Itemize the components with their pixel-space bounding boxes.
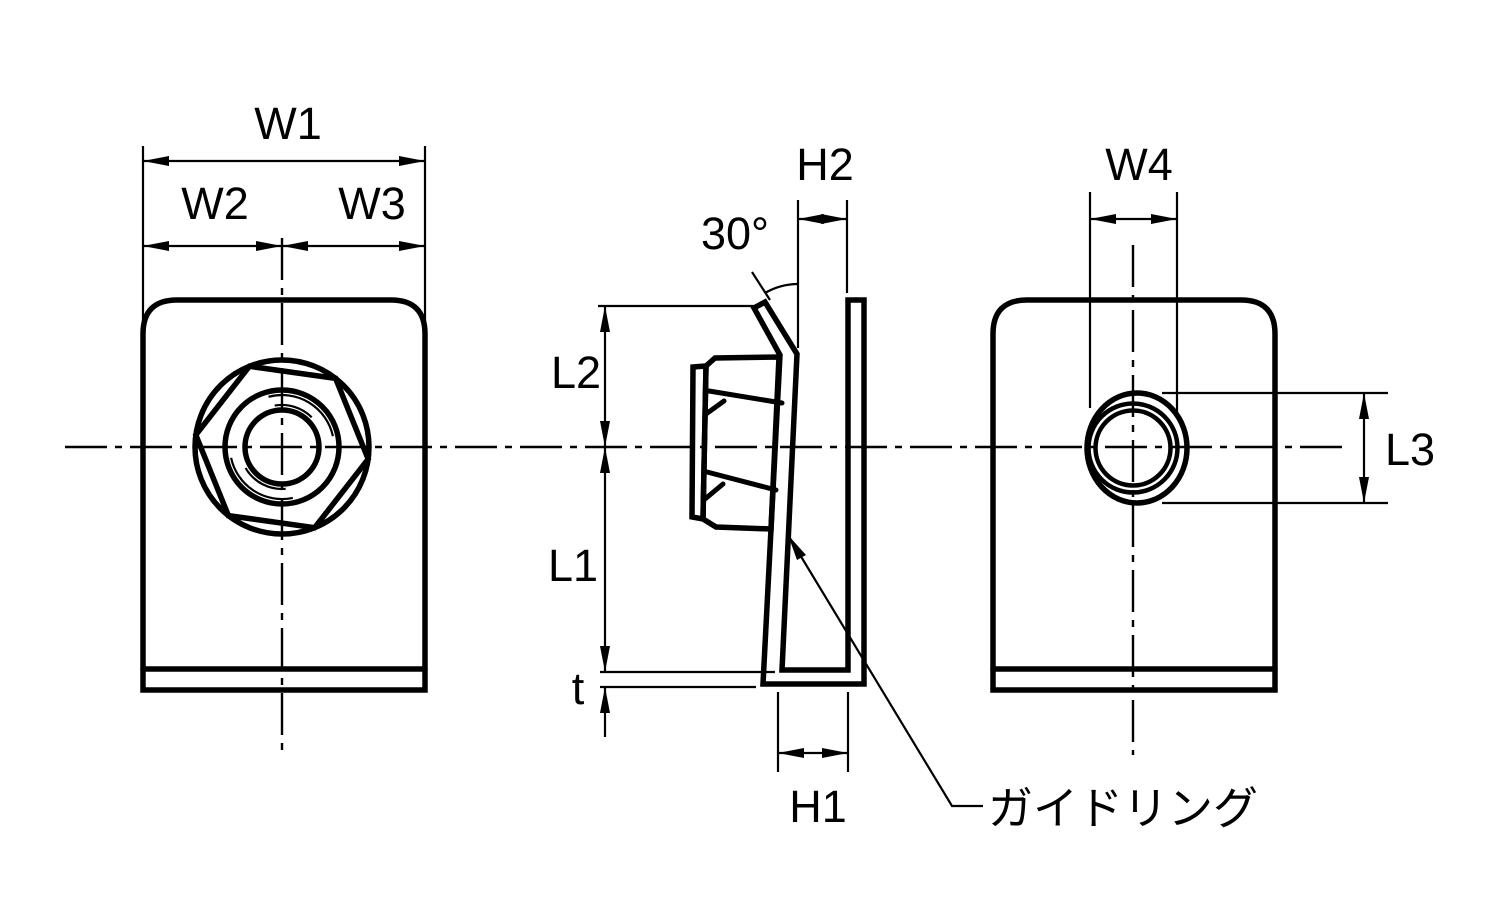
centerlines [65,238,1350,755]
dim-l3 [1162,391,1388,505]
l1-arrow-top [600,447,610,473]
thread-arc-upper [268,393,334,437]
w3-arrow-right [399,241,425,251]
label-w4: W4 [1105,139,1173,190]
l2-arrow-top [600,306,610,332]
dim-w4 [1088,192,1179,415]
label-l1: L1 [548,540,598,591]
angle-arc [764,282,799,294]
label-angle: 30° [701,208,769,259]
t-arrow-up [600,687,610,713]
label-l2: L2 [551,347,601,398]
w2-arrow-left [143,241,169,251]
l3-arrow-top [1359,393,1369,419]
w2-arrow-right [256,241,282,251]
dim-h1 [776,692,850,772]
thread-arc-upper-inner [274,403,313,419]
labels: W1 W2 W3 H2 30° W4 L2 L1 t H1 L3 ガイドリング [181,98,1435,834]
nut-facet-line-upper [706,388,785,406]
w3-arrow-left [282,241,308,251]
h1-arrow-left [778,748,804,758]
l2-arrow-bottom [600,421,610,447]
nut-facet-chamfer-upper [703,398,727,417]
angle-ext-line [751,271,771,301]
label-l3: L3 [1385,424,1435,475]
l3-arrow-bottom [1359,477,1369,503]
dimensions [141,146,1388,808]
front-view [140,297,428,693]
w1-arrow-left [143,156,169,166]
label-h2: H2 [796,139,854,190]
label-w2: W2 [181,178,249,229]
h1-arrow-right [822,748,848,758]
rear-plate-outline [990,297,1278,693]
dim-h2 [796,200,849,348]
thread-arc-right [326,414,339,440]
label-w3: W3 [338,178,406,229]
side-view [689,297,867,687]
nut-facet-chamfer-lower [702,481,726,502]
label-h1: H1 [789,781,847,832]
label-w1: W1 [254,98,322,149]
clip-spring-profile [750,297,867,687]
nut-hexagon [192,363,372,531]
leader-arrowhead [788,535,806,560]
w4-arrow-right [1151,214,1177,224]
dim-l2-l1 [598,304,756,672]
h2-arrow-left [798,214,824,224]
leader-line [787,534,983,808]
w1-arrow-right [399,156,425,166]
dim-t [600,670,775,737]
dim-w1-w2-w3 [141,146,427,332]
l1-arrow-bottom [600,646,610,672]
nut-side-flange [689,363,709,523]
w4-arrow-left [1090,214,1116,224]
guide-ring-leader [787,534,983,808]
nut-facet-line-lower [704,469,779,493]
h2-arrow-right [821,214,847,224]
label-t: t [572,663,585,714]
dim-angle-30 [751,271,799,301]
nut-side-body [700,354,782,532]
label-guide-ring: ガイドリング [988,783,1258,834]
